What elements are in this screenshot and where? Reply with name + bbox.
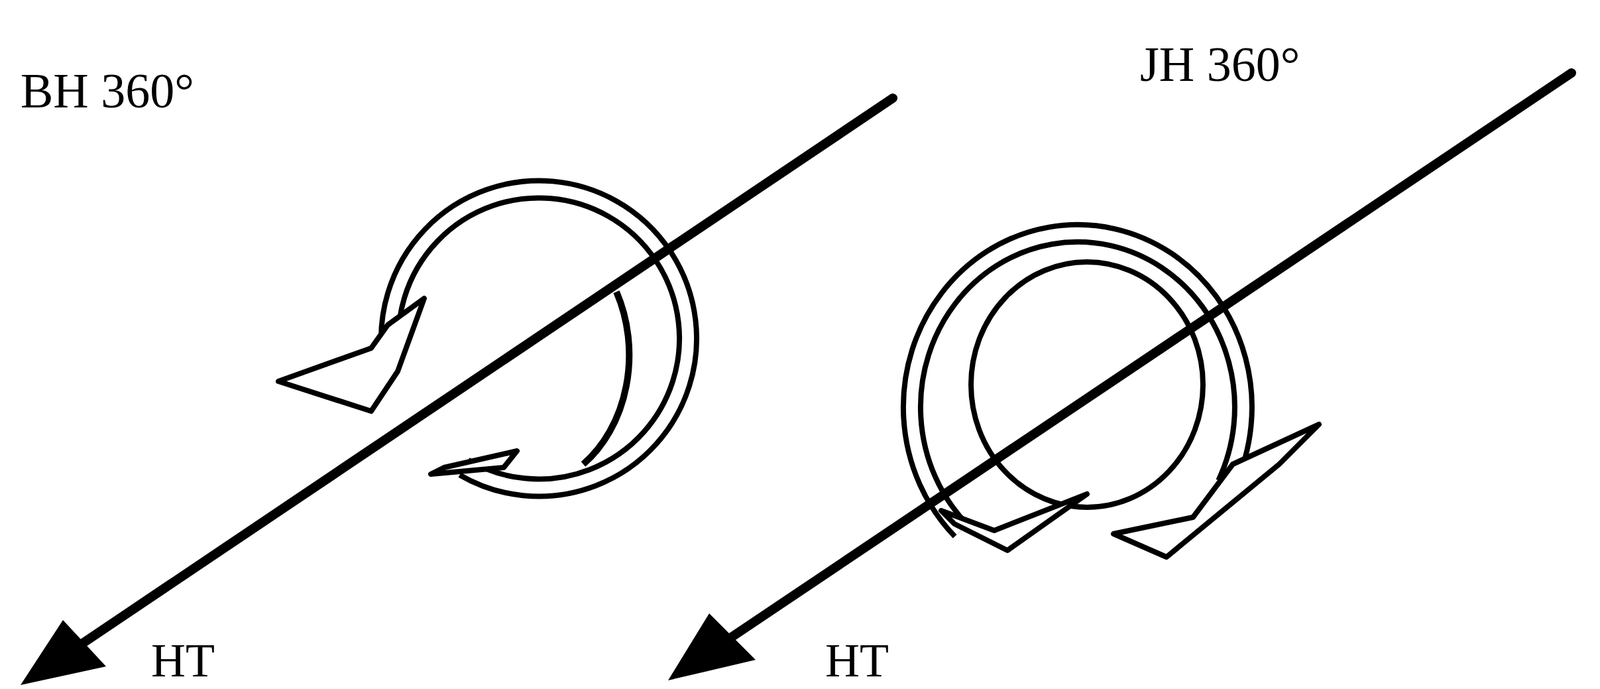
rotation-arrow <box>278 188 688 488</box>
axis-label: HT <box>151 636 215 685</box>
axis-arrow <box>20 98 893 685</box>
rotation-arrow <box>583 291 629 464</box>
axis-arrow <box>668 72 1572 681</box>
rotation-label: JH 360° <box>1140 39 1300 89</box>
axis-label: HT <box>825 636 889 685</box>
rotation-label: BH 360° <box>20 66 195 116</box>
